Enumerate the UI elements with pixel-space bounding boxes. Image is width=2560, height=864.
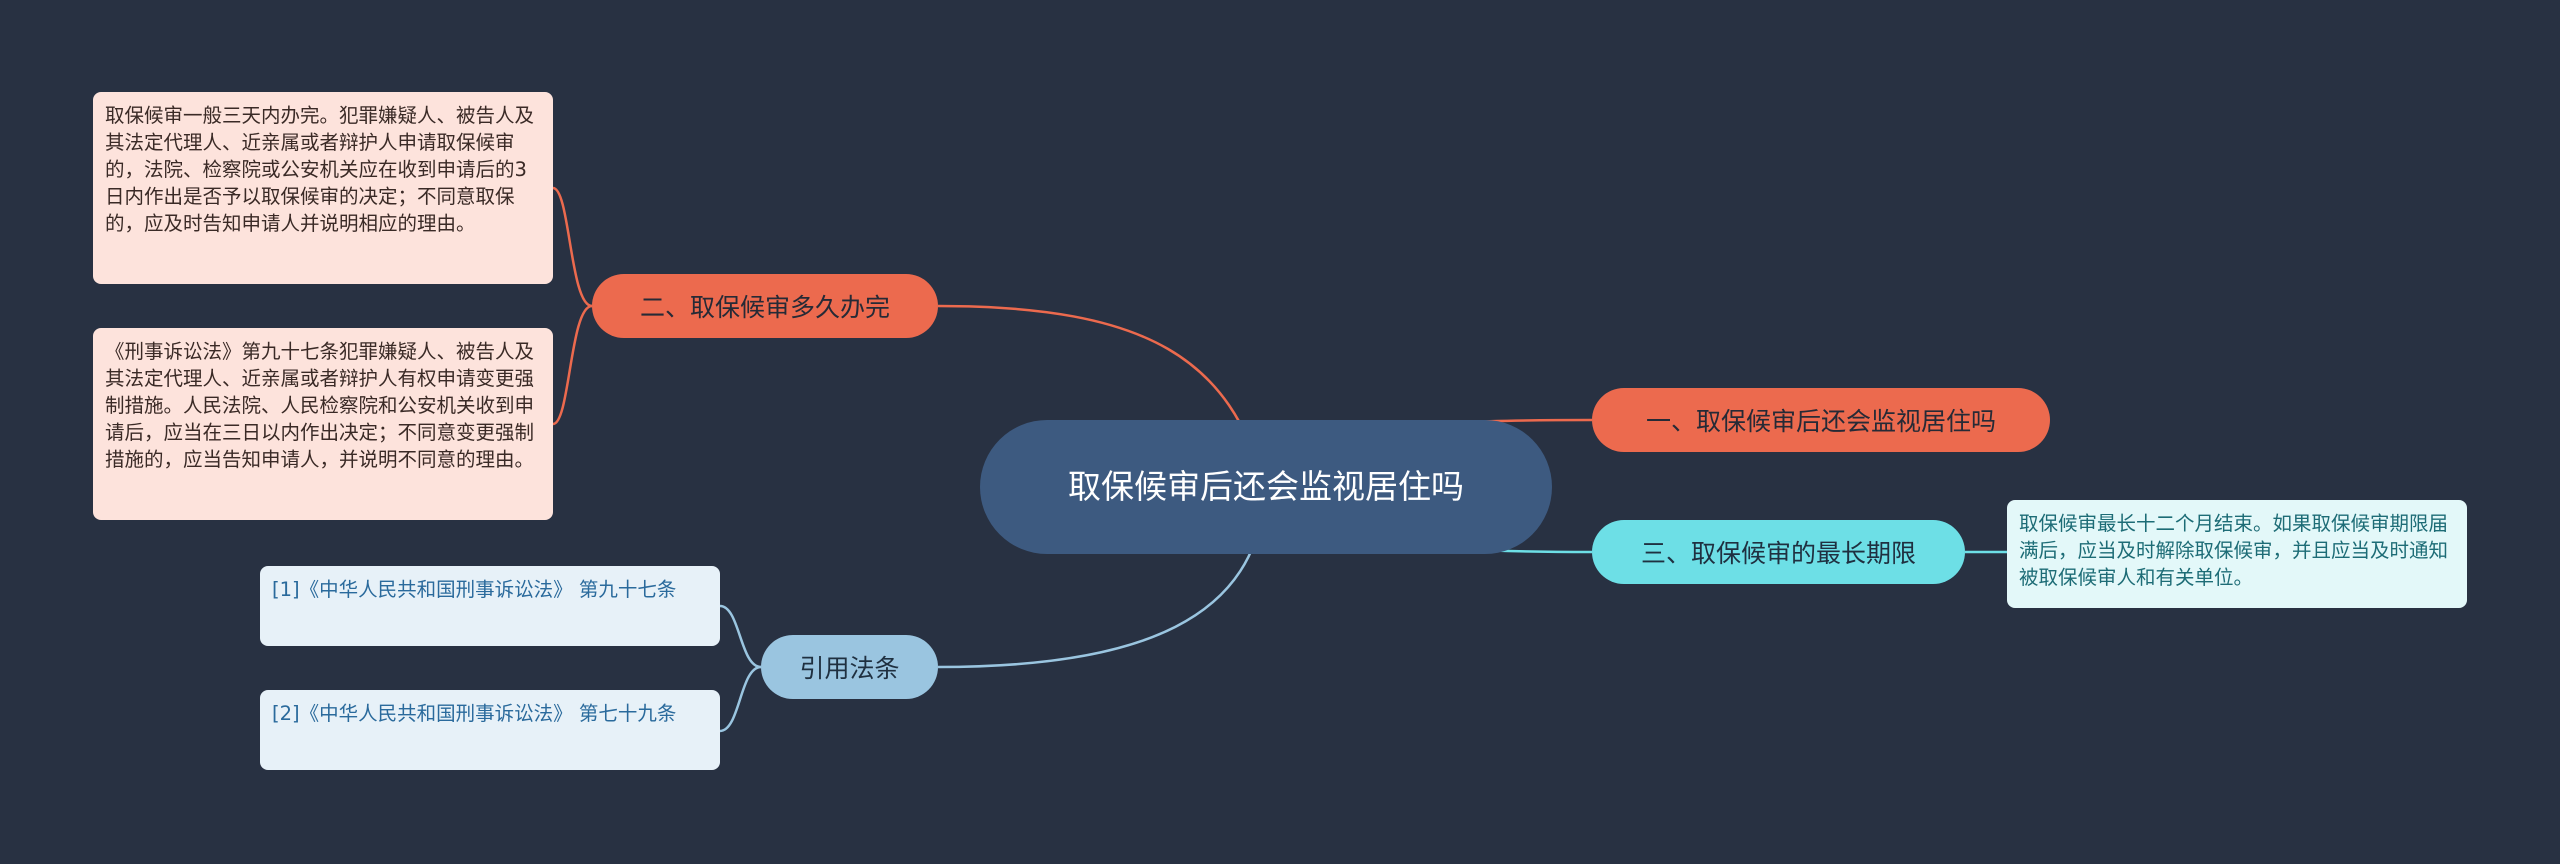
leaf-text: [2]《中华人民共和国刑事诉讼法》 第七十九条 (272, 702, 677, 725)
leaf-text: 取保候审最长十二个月结束。如果取保候审期限届满后，应当及时解除取保候审，并且应当… (2019, 512, 2449, 589)
branch-2-leaf-1[interactable]: 取保候审一般三天内办完。犯罪嫌疑人、被告人及其法定代理人、近亲属或者辩护人申请取… (93, 92, 553, 284)
branch-4-leaf-2[interactable]: [2]《中华人民共和国刑事诉讼法》 第七十九条 (260, 690, 720, 770)
branch-2-leaf-2[interactable]: 《刑事诉讼法》第九十七条犯罪嫌疑人、被告人及其法定代理人、近亲属或者辩护人有权申… (93, 328, 553, 520)
branch-3-label: 三、取保候审的最长期限 (1640, 539, 1916, 568)
branch-3-leaf-1[interactable]: 取保候审最长十二个月结束。如果取保候审期限届满后，应当及时解除取保候审，并且应当… (2007, 500, 2467, 608)
leaf-text: 《刑事诉讼法》第九十七条犯罪嫌疑人、被告人及其法定代理人、近亲属或者辩护人有权申… (105, 340, 535, 471)
link-b2-leaf2 (552, 304, 593, 426)
center-topic-label: 取保候审后还会监视居住吗 (1068, 467, 1464, 506)
branch-3[interactable]: 三、取保候审的最长期限 (1592, 520, 1965, 584)
branch-2-label: 二、取保候审多久办完 (639, 293, 890, 322)
branch-4-leaf-1[interactable]: [1]《中华人民共和国刑事诉讼法》 第九十七条 (260, 566, 720, 646)
branch-1[interactable]: 一、取保候审后还会监视居住吗 (1592, 388, 2050, 452)
link-b4-leaf2 (719, 665, 762, 733)
link-b2-leaf1 (552, 186, 593, 308)
branch-1-label: 一、取保候审后还会监视居住吗 (1645, 407, 1996, 436)
center-topic[interactable]: 取保候审后还会监视居住吗 (980, 420, 1552, 554)
branch-2[interactable]: 二、取保候审多久办完 (592, 274, 938, 338)
branch-4[interactable]: 引用法条 (761, 635, 938, 699)
leaf-text: 取保候审一般三天内办完。犯罪嫌疑人、被告人及其法定代理人、近亲属或者辩护人申请取… (105, 104, 535, 235)
leaf-text: [1]《中华人民共和国刑事诉讼法》 第九十七条 (272, 578, 677, 601)
link-b4-leaf1 (719, 604, 762, 669)
branch-4-label: 引用法条 (799, 654, 900, 683)
